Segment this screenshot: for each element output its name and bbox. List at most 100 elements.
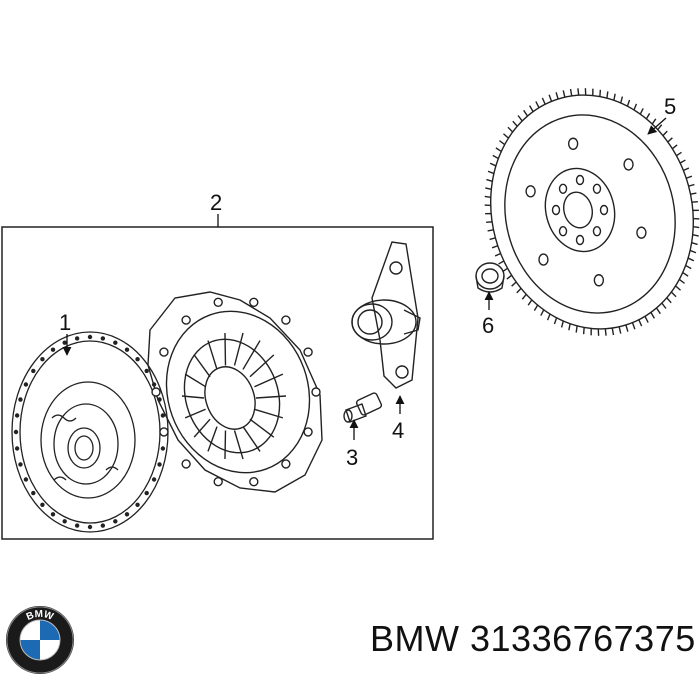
gear-tooth <box>667 137 673 143</box>
rivet-dot <box>160 446 166 451</box>
gear-tooth <box>577 88 580 96</box>
gear-tooth <box>690 192 697 195</box>
bolt-hole <box>551 204 561 216</box>
spring-finger <box>184 408 206 419</box>
rim-bolt <box>151 387 161 397</box>
outer-hole <box>538 253 549 266</box>
gear-tooth <box>486 221 493 224</box>
rivet-dot <box>50 347 56 352</box>
outer-hole <box>623 158 634 171</box>
gear-tooth <box>527 299 533 306</box>
callout-2: 2 <box>210 190 222 215</box>
gear-tooth <box>546 313 551 321</box>
gear-tooth <box>512 120 518 127</box>
gear-tooth <box>503 133 509 139</box>
callout-4: 4 <box>392 418 404 443</box>
gear-tooth <box>528 105 534 112</box>
gear-tooth <box>662 130 668 137</box>
bolt-hole <box>592 226 602 237</box>
gear-tooth <box>676 151 682 157</box>
spring-finger <box>207 340 218 370</box>
bolt-hole <box>558 183 568 194</box>
gear-tooth <box>618 326 622 334</box>
gear-tooth <box>575 325 578 333</box>
gear-tooth <box>495 147 502 153</box>
gear-tooth <box>489 162 497 167</box>
gear-tooth <box>692 234 699 237</box>
bmw-logo: BMW <box>6 606 74 674</box>
gear-tooth <box>685 175 693 179</box>
gear-tooth <box>507 126 514 133</box>
gear-tooth <box>655 307 661 315</box>
gear-tooth <box>548 94 553 102</box>
callout-3: 3 <box>346 445 358 470</box>
callout-6: 6 <box>482 313 494 338</box>
clutch-disc <box>11 331 169 533</box>
gear-tooth <box>657 124 663 131</box>
gear-tooth <box>487 229 494 232</box>
gear-tooth <box>620 96 624 104</box>
rivet-dot <box>14 446 20 451</box>
gear-tooth <box>569 88 573 97</box>
rivet-dot <box>113 340 118 345</box>
bolt-hole <box>575 174 585 186</box>
rivet-dot <box>157 462 162 467</box>
gear-tooth <box>611 327 615 336</box>
rivet-dot <box>74 523 80 528</box>
rim-bolt <box>281 459 291 469</box>
spring-finger <box>233 430 244 460</box>
gear-tooth <box>553 317 558 325</box>
gear-tooth <box>523 109 529 117</box>
spring-finger <box>207 426 218 452</box>
rivet-dot <box>18 397 23 402</box>
flywheel <box>484 88 700 336</box>
gear-tooth <box>492 154 499 160</box>
gear-tooth <box>679 159 686 164</box>
rim-bolt <box>249 297 259 308</box>
gear-tooth <box>666 297 672 304</box>
gear-tooth <box>687 257 695 262</box>
rim-bolt <box>181 315 191 325</box>
rivet-dot <box>87 524 93 530</box>
spring-finger <box>193 418 211 438</box>
callout-1: 1 <box>59 310 71 335</box>
rim-bolt <box>159 427 169 437</box>
bolt-hole <box>599 204 609 216</box>
spring-finger <box>242 340 261 370</box>
pilot-bearing <box>475 262 505 293</box>
gear-tooth <box>693 225 700 229</box>
outer-hole <box>567 137 579 150</box>
rivet-dot <box>151 477 157 482</box>
spring-finger <box>255 395 287 399</box>
gear-tooth <box>689 249 697 254</box>
gear-tooth <box>498 260 505 265</box>
spring-finger <box>224 430 227 460</box>
outer-hole <box>525 185 536 198</box>
rivet-dot <box>135 502 140 507</box>
gear-tooth <box>533 304 539 311</box>
rivet-dot <box>113 519 118 524</box>
rim-bolt <box>181 459 191 469</box>
spring-finger <box>181 395 205 399</box>
rivet-dot <box>50 512 56 517</box>
gear-tooth <box>535 101 540 108</box>
rim-bolt <box>159 347 169 357</box>
gear-tooth <box>644 316 649 323</box>
gear-tooth <box>521 293 527 300</box>
gear-tooth <box>625 324 629 332</box>
rivet-dot <box>23 477 29 482</box>
gear-tooth <box>685 264 692 270</box>
rivet-dot <box>135 357 140 362</box>
gear-tooth <box>499 140 506 146</box>
spring-finger <box>249 354 275 378</box>
gear-tooth <box>688 183 695 187</box>
callout-5-leader <box>647 117 667 135</box>
rivet-dot <box>14 413 20 418</box>
gear-tooth <box>517 115 523 122</box>
outer-hole <box>593 274 605 287</box>
gear-tooth <box>670 291 677 298</box>
gear-tooth <box>638 319 643 327</box>
pressure-plate <box>147 291 323 493</box>
gear-tooth <box>487 170 495 175</box>
rivet-dot <box>124 347 130 352</box>
